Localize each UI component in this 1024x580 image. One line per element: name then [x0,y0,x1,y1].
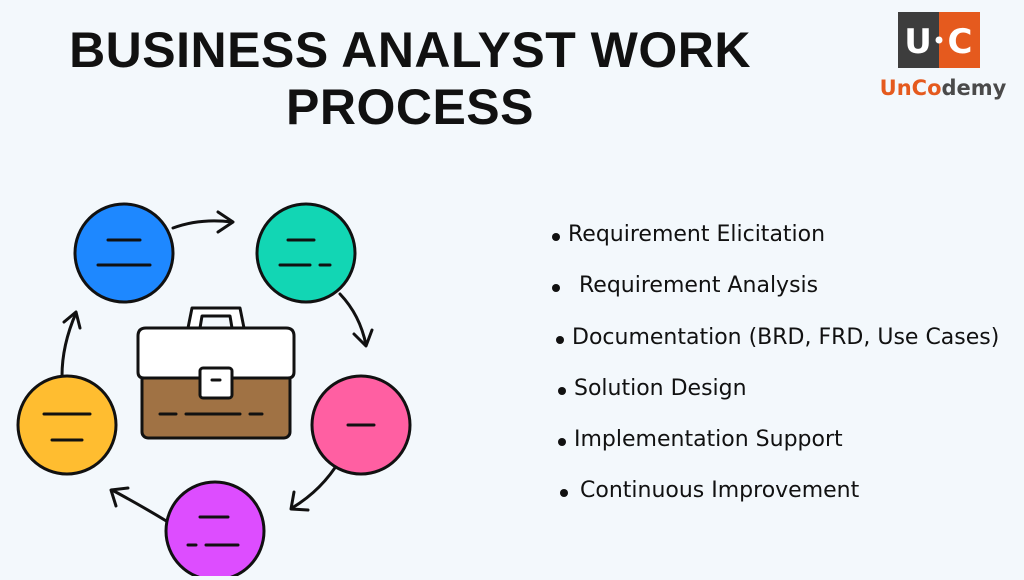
logo-text-demy: demy [941,76,1007,100]
step-label: Documentation (BRD, FRD, Use Cases) [572,324,1000,350]
list-item: Solution Design [552,376,1022,427]
step-label: Implementation Support [574,427,843,453]
step-label: Requirement Elicitation [568,222,826,247]
logo-text-un: Un [879,76,912,100]
bullet-icon [552,284,560,293]
bullet-icon [558,438,566,447]
list-item: Continuous Improvement [552,478,1022,529]
bullet-icon [558,386,566,395]
list-item: Requirement Elicitation [552,222,1022,273]
uncodemy-logo: U C UnCodemy [868,12,1018,104]
step-label: Requirement Analysis [572,273,819,299]
cycle-circle-purple [164,480,266,580]
logo-text-co: Co [911,76,942,100]
arrow-icon [60,310,82,378]
briefcase-icon [136,306,296,440]
arrow-icon [289,458,342,512]
title-line-1: BUSINESS ANALYST WORK [69,22,751,78]
bullet-icon [560,489,568,498]
title-line-2: PROCESS [285,79,534,135]
arrow-icon [171,210,235,234]
list-item: Requirement Analysis [552,273,1022,324]
cycle-circle-teal [255,202,357,304]
cycle-circle-blue [73,202,175,304]
logo-text: UnCodemy [868,76,1018,100]
list-item: Documentation (BRD, FRD, Use Cases) [552,325,1022,376]
logo-mark: U C [898,12,980,68]
step-label: Continuous Improvement [580,478,860,504]
page-title: BUSINESS ANALYST WORK PROCESS [40,22,780,136]
arrow-icon [109,486,170,524]
bullet-icon [556,335,564,344]
list-item: Implementation Support [552,427,1022,478]
step-label: Solution Design [574,375,747,401]
logo-letter-u: U [904,22,932,62]
bullet-icon [552,233,560,241]
logo-letter-c: C [948,22,973,62]
cycle-circle-yellow [16,374,118,476]
process-cycle-diagram [0,180,440,580]
arrow-icon [338,292,374,348]
process-step-list: Requirement Elicitation Requirement Anal… [552,222,1022,530]
